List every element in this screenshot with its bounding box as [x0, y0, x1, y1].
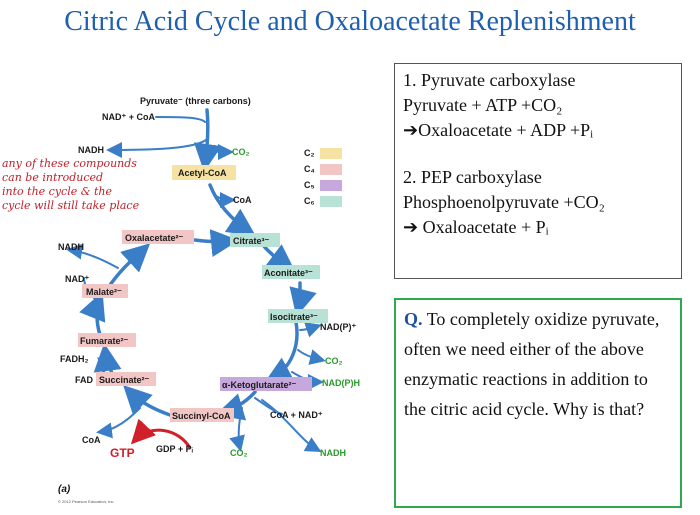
pyruvate-label: Pyruvate⁻ (three carbons): [140, 96, 251, 106]
enzyme1-title: 1. Pyruvate carboxylase: [403, 70, 576, 90]
legend-label: C₆: [304, 196, 315, 206]
aconitate-label: Aconitate³⁻: [264, 268, 313, 278]
handwritten-note-line: can be introduced: [2, 171, 103, 184]
legend-swatch-c5: [320, 180, 342, 191]
isocitrate-label: Isocitrate³⁻: [270, 312, 318, 322]
malate-box: [82, 284, 128, 298]
nad-left-label: NAD⁺: [65, 274, 89, 284]
question-text: Q. To completely oxidize pyruvate, often…: [404, 304, 672, 424]
succinate-label: Succinate²⁻: [99, 375, 150, 385]
fad-label: FAD: [75, 375, 94, 385]
handwritten-note: any of these compounds can be introduced…: [2, 157, 140, 212]
slide-title: Citric Acid Cycle and Oxaloacetate Reple…: [64, 6, 636, 37]
gtp-arrow: [130, 418, 192, 449]
enzyme1-reaction-line2: ➔Oxaloacetate + ADP +Pᵢ: [403, 120, 594, 140]
enzyme2-reaction-line1: Phosphoenolpyruvate +CO₂: [403, 192, 605, 212]
coa-mid-label: CoA: [233, 195, 252, 205]
co2-bottom-label: CO₂: [230, 448, 248, 458]
enzyme2-reaction-line2: ➔ Oxaloacetate + Pᵢ: [403, 217, 549, 237]
nadp-plus-label: NAD(P)⁺: [320, 322, 356, 332]
legend-swatch-c6: [320, 196, 342, 207]
carbon-legend: C₂ C₄ C₅ C₆: [304, 148, 342, 207]
legend-label: C₂: [304, 148, 315, 158]
arrow-oxalacetate-to-citrate: [193, 229, 239, 258]
legend-swatch-c4: [320, 164, 342, 175]
acetyl-coa-box: [172, 165, 236, 180]
co2-right-label: CO₂: [325, 356, 343, 366]
handwritten-note-line: into the cycle & the: [2, 185, 113, 198]
legend-label: C₄: [304, 164, 315, 174]
coa-bottom-label: CoA: [82, 435, 101, 445]
arrow-malate-to-oxalacetate: [106, 243, 151, 290]
gdp-pi-label: GDP + Pᵢ: [156, 444, 194, 454]
arrow-succinylcoa-to-succinate: [123, 385, 172, 417]
nad-coa-label: NAD⁺ + CoA: [102, 112, 156, 122]
copyright-label: © 2012 Pearson Education, Inc.: [58, 499, 115, 504]
nadph-label: NAD(P)H: [322, 378, 360, 388]
citrate-box: [230, 233, 280, 247]
figure-label: (a): [58, 484, 71, 495]
pathway-arrows: [79, 108, 317, 421]
malate-label: Malate²⁻: [86, 287, 122, 297]
co2-top-label: CO₂: [232, 147, 250, 157]
ketoglutarate-box: [220, 377, 312, 391]
legend-swatch-c2: [320, 148, 342, 159]
arrow-isocitrate-to-ketoglutarate: [263, 320, 299, 384]
citric-acid-cycle-diagram: Pyruvate⁻ (three carbons) NAD⁺ + CoA NAD…: [2, 96, 360, 504]
fumarate-box: [78, 333, 136, 347]
succinate-box: [96, 372, 156, 386]
citrate-label: Citrate³⁻: [233, 236, 270, 246]
acetyl-coa-label: Acetyl-CoA: [178, 168, 227, 178]
enzyme1-reaction-line1: Pyruvate + ATP +CO₂: [403, 95, 563, 115]
question-box: Q. To completely oxidize pyruvate, often…: [394, 298, 682, 508]
oxalacetate-label: Oxalacetate²⁻: [125, 233, 184, 243]
arrow-acetylcoa-to-citrate: [208, 183, 256, 236]
question-body: To completely oxidize pyruvate, often we…: [404, 309, 660, 419]
coa-nad-label: CoA + NAD⁺: [270, 410, 323, 420]
fumarate-label: Fumarate²⁻: [80, 336, 129, 346]
gtp-label: GTP: [110, 446, 135, 460]
handwritten-note-line: cycle will still take place: [2, 199, 140, 212]
ketoglutarate-label: α-Ketoglutarate²⁻: [222, 380, 297, 390]
arrow-pyruvate-to-acetylcoa: [193, 108, 222, 172]
nadh-bottom-label: NADH: [320, 448, 346, 458]
enzyme-reactions-box: 1. Pyruvate carboxylase Pyruvate + ATP +…: [394, 63, 682, 279]
nadh-left-label: NADH: [58, 242, 84, 252]
oxalacetate-box: [122, 230, 194, 244]
isocitrate-box: [268, 309, 328, 323]
fadh2-label: FADH₂: [60, 354, 89, 364]
aconitate-box: [262, 265, 320, 279]
succinyl-coa-label: Succinyl-CoA: [172, 411, 231, 421]
legend-label: C₅: [304, 180, 315, 190]
succinyl-coa-box: [170, 408, 234, 422]
question-label: Q.: [404, 309, 423, 329]
arrow-citrate-to-aconitate: [260, 242, 296, 273]
handwritten-note-line: any of these compounds: [2, 157, 137, 170]
enzyme2-title: 2. PEP carboxylase: [403, 167, 542, 187]
arrow-aconitate-to-isocitrate: [289, 281, 317, 317]
nadh-top-label: NADH: [78, 145, 104, 155]
arrow-fumarate-to-malate: [79, 291, 106, 337]
